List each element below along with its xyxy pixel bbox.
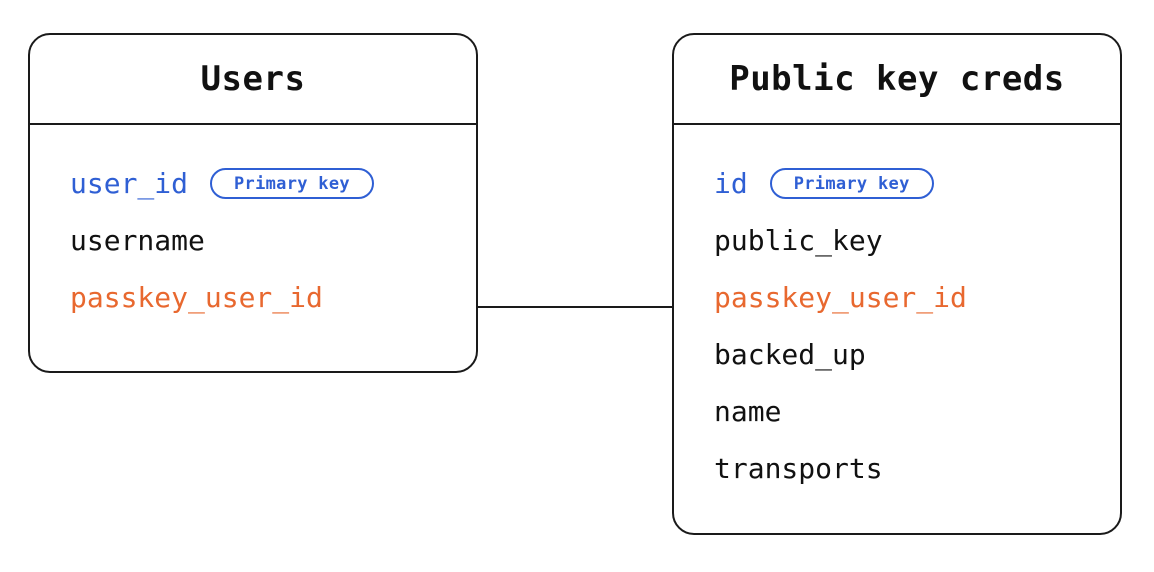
- field-name-name: name: [714, 394, 782, 428]
- primary-key-badge-label: Primary key: [793, 173, 910, 194]
- field-name-username: username: [70, 223, 205, 257]
- primary-key-badge: Primary key: [210, 168, 374, 199]
- field-name-passkey-user-id: passkey_user_id: [70, 280, 323, 314]
- entity-users[interactable]: Users user_id Primary key username passk…: [28, 33, 478, 373]
- field-row[interactable]: passkey_user_id: [70, 269, 476, 326]
- field-row[interactable]: public_key: [714, 212, 1120, 269]
- field-name-id: id: [714, 166, 748, 200]
- field-name-user-id: user_id: [70, 166, 189, 200]
- entity-public-key-creds-title: Public key creds: [729, 59, 1065, 99]
- entity-public-key-creds[interactable]: Public key creds id Primary key public_k…: [672, 33, 1122, 535]
- primary-key-badge: Primary key: [769, 168, 934, 199]
- field-row[interactable]: transports: [714, 440, 1120, 497]
- field-row[interactable]: name: [714, 383, 1120, 440]
- entity-users-header: Users: [30, 35, 476, 125]
- field-name-passkey-user-id: passkey_user_id: [714, 280, 967, 314]
- entity-users-title: Users: [200, 59, 306, 99]
- entity-public-key-creds-header: Public key creds: [674, 35, 1120, 125]
- primary-key-badge-label: Primary key: [234, 173, 350, 194]
- entity-public-key-creds-field-list: id Primary key public_key passkey_user_i…: [674, 125, 1120, 497]
- field-row[interactable]: username: [70, 212, 476, 269]
- field-name-transports: transports: [714, 451, 883, 485]
- field-name-backed-up: backed_up: [714, 337, 866, 371]
- relationship-connector-line: [476, 306, 674, 309]
- field-name-public-key: public_key: [714, 223, 883, 257]
- field-row[interactable]: id Primary key: [714, 155, 1120, 212]
- entity-users-field-list: user_id Primary key username passkey_use…: [30, 125, 476, 326]
- field-row[interactable]: backed_up: [714, 326, 1120, 383]
- field-row[interactable]: passkey_user_id: [714, 269, 1120, 326]
- field-row[interactable]: user_id Primary key: [70, 155, 476, 212]
